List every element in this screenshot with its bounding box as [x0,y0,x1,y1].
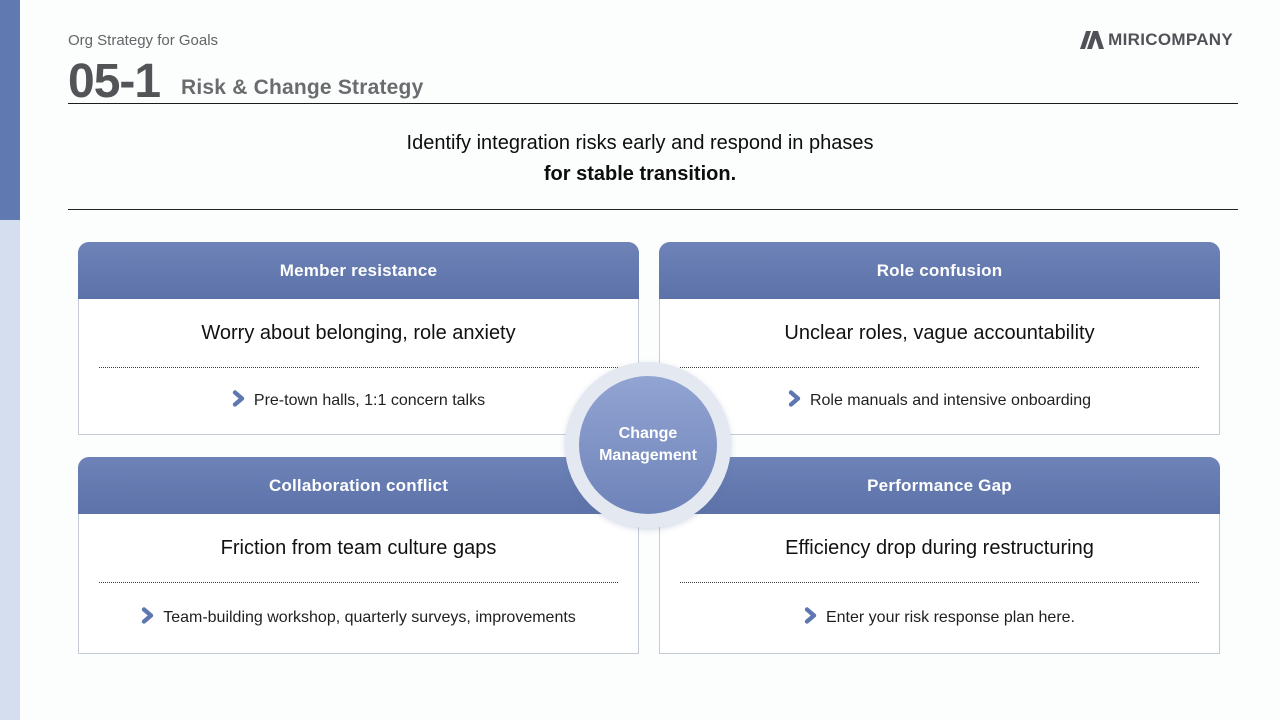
card-member-resistance: Member resistance Worry about belonging,… [78,242,639,435]
response-text: Role manuals and intensive onboarding [809,392,1092,409]
company-logo: MIRICOMPANY [1079,30,1233,50]
page-title: Risk & Change Strategy [181,76,424,99]
card-body: Efficiency drop during restructuring Ent… [660,514,1219,653]
company-name: MIRICOMPANY [1108,30,1233,49]
card-title: Member resistance [78,242,639,299]
risk-description: Unclear roles, vague accountability [784,321,1095,344]
response-text: Enter your risk response plan here. [825,609,1075,626]
dotted-divider [680,582,1199,583]
chevron-right-icon [788,390,801,412]
risk-description: Friction from team culture gaps [220,536,497,559]
logo-mark-icon [1079,30,1105,50]
response-row: Pre-town halls, 1:1 concern talks [79,368,638,434]
subtitle-line-1: Identify integration risks early and res… [406,132,874,154]
response-row: Enter your risk response plan here. [660,583,1219,653]
badge-line-1: Change [618,425,678,442]
chevron-right-icon [141,607,154,629]
card-title: Performance Gap [659,457,1220,514]
card-body: Unclear roles, vague accountability Role… [660,299,1219,434]
badge-line-2: Management [599,447,697,464]
left-edge-stripe [0,220,20,720]
dotted-divider [99,367,618,368]
card-role-confusion: Role confusion Unclear roles, vague acco… [659,242,1220,435]
risk-description: Efficiency drop during restructuring [785,536,1094,559]
card-title: Collaboration conflict [78,457,639,514]
risk-description: Worry about belonging, role anxiety [201,321,516,344]
card-performance-gap: Performance Gap Efficiency drop during r… [659,457,1220,654]
card-body: Friction from team culture gaps Team-bui… [79,514,638,653]
change-management-badge-inner: Change Management [579,376,717,514]
title-divider [68,103,1238,104]
chevron-right-icon [804,607,817,629]
deck-title: Org Strategy for Goals [68,32,219,49]
dotted-divider [680,367,1199,368]
card-collaboration-conflict: Collaboration conflict Friction from tea… [78,457,639,654]
section-number: 05-1 [68,55,161,108]
response-text: Pre-town halls, 1:1 concern talks [253,392,486,409]
subtitle-line-2: for stable transition. [543,163,737,185]
response-row: Team-building workshop, quarterly survey… [79,583,638,653]
card-title: Role confusion [659,242,1220,299]
card-body: Worry about belonging, role anxiety Pre-… [79,299,638,434]
left-edge-accent-bar [0,0,20,220]
response-row: Role manuals and intensive onboarding [660,368,1219,434]
response-text: Team-building workshop, quarterly survey… [163,609,576,626]
risk-cards-grid: Member resistance Worry about belonging,… [78,242,1220,654]
subtitle-divider [68,209,1238,210]
dotted-divider [99,582,618,583]
slide-subtitle: Identify integration risks early and res… [0,128,1280,190]
chevron-right-icon [232,390,245,412]
change-management-badge: Change Management [565,362,731,528]
